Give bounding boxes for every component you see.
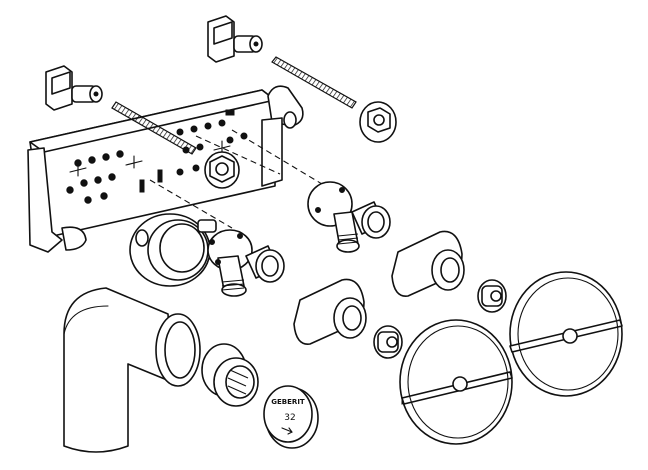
geberit-cover-cap: GEBERIT 32 — [263, 385, 319, 449]
rosette-plate-left — [399, 319, 513, 445]
nut-rail — [204, 151, 240, 189]
cap-brand-label: GEBERIT — [271, 398, 305, 406]
threaded-rod-left — [111, 101, 197, 155]
plug-sleeve-lower — [293, 278, 367, 345]
elbow-fitting-left — [207, 229, 285, 297]
mounting-rail — [27, 85, 304, 253]
drain-elbow-pipe — [63, 287, 201, 453]
rosette-plate-right — [509, 271, 623, 397]
end-cap-small-upper — [477, 279, 507, 313]
washer-nut-top — [359, 101, 397, 143]
plug-sleeve-upper — [391, 230, 465, 297]
threaded-rod-right — [271, 56, 357, 109]
wall-anchor-top — [207, 15, 263, 63]
elbow-fitting-right — [307, 181, 391, 253]
wall-anchor-left — [45, 65, 103, 111]
assembly-axis-lines — [149, 129, 333, 229]
arrow-icon — [281, 427, 293, 435]
end-cap-small-lower — [373, 325, 403, 359]
pipe-clamp — [129, 213, 217, 287]
pipe-seal — [201, 343, 259, 407]
cap-size-label: 32 — [284, 413, 295, 423]
